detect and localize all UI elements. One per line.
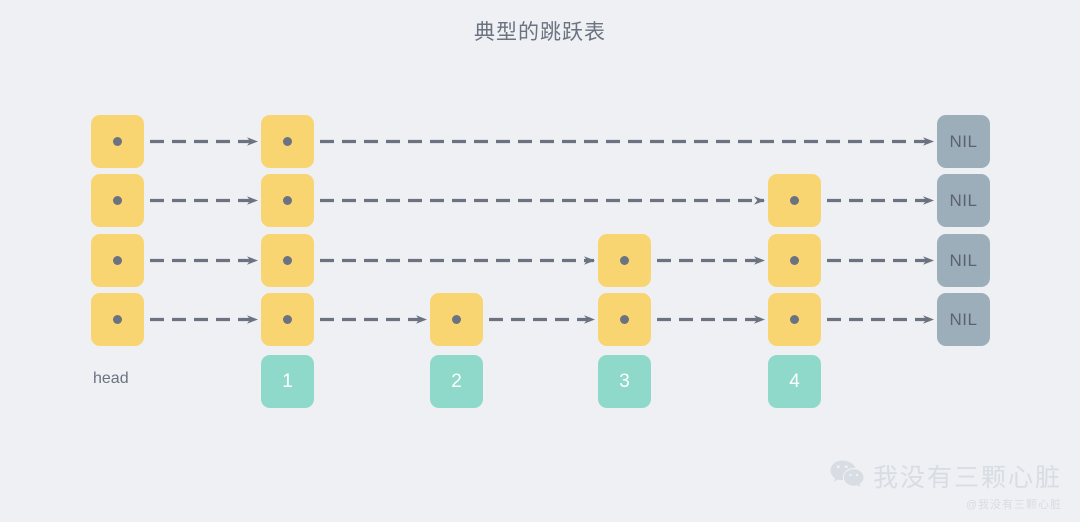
key-node-4: 4	[768, 355, 821, 408]
head-node-level-3-col-0	[91, 293, 144, 346]
pointer-dot	[113, 196, 122, 205]
key-node-3: 3	[598, 355, 651, 408]
head-node-level-0-col-0	[91, 115, 144, 168]
pointer-dot	[452, 315, 461, 324]
pointer-dot	[620, 256, 629, 265]
pointer-node-level-3-col-4	[768, 293, 821, 346]
pointer-node-level-1-col-1	[261, 174, 314, 227]
pointer-node-level-3-col-3	[598, 293, 651, 346]
nil-node-level-2: NIL	[937, 234, 990, 287]
head-label: head	[93, 370, 129, 387]
pointer-node-level-3-col-2	[430, 293, 483, 346]
head-node-level-1-col-0	[91, 174, 144, 227]
wechat-icon	[830, 460, 864, 492]
watermark-name: 我没有三颗心脏	[872, 464, 1062, 492]
watermark-main: 我没有三颗心脏	[830, 458, 1062, 494]
nil-node-level-3: NIL	[937, 293, 990, 346]
nil-node-level-1: NIL	[937, 174, 990, 227]
pointer-node-level-1-col-4	[768, 174, 821, 227]
pointer-node-level-2-col-1	[261, 234, 314, 287]
pointer-dot	[113, 315, 122, 324]
pointer-dot	[113, 137, 122, 146]
pointer-dot	[790, 315, 799, 324]
pointer-dot	[620, 315, 629, 324]
pointer-dot	[790, 196, 799, 205]
watermark-handle: @我没有三颗心脏	[965, 499, 1062, 511]
pointer-node-level-2-col-3	[598, 234, 651, 287]
pointer-dot	[283, 196, 292, 205]
pointer-node-level-0-col-1	[261, 115, 314, 168]
pointer-dot	[113, 256, 122, 265]
watermark: 我没有三颗心脏 @我没有三颗心脏	[830, 458, 1062, 512]
key-node-2: 2	[430, 355, 483, 408]
key-node-1: 1	[261, 355, 314, 408]
page-title: 典型的跳跃表	[474, 21, 606, 44]
pointer-dot	[790, 256, 799, 265]
head-node-level-2-col-0	[91, 234, 144, 287]
pointer-node-level-2-col-4	[768, 234, 821, 287]
pointer-dot	[283, 137, 292, 146]
pointer-dot	[283, 315, 292, 324]
pointer-dot	[283, 256, 292, 265]
pointer-node-level-3-col-1	[261, 293, 314, 346]
nil-node-level-0: NIL	[937, 115, 990, 168]
